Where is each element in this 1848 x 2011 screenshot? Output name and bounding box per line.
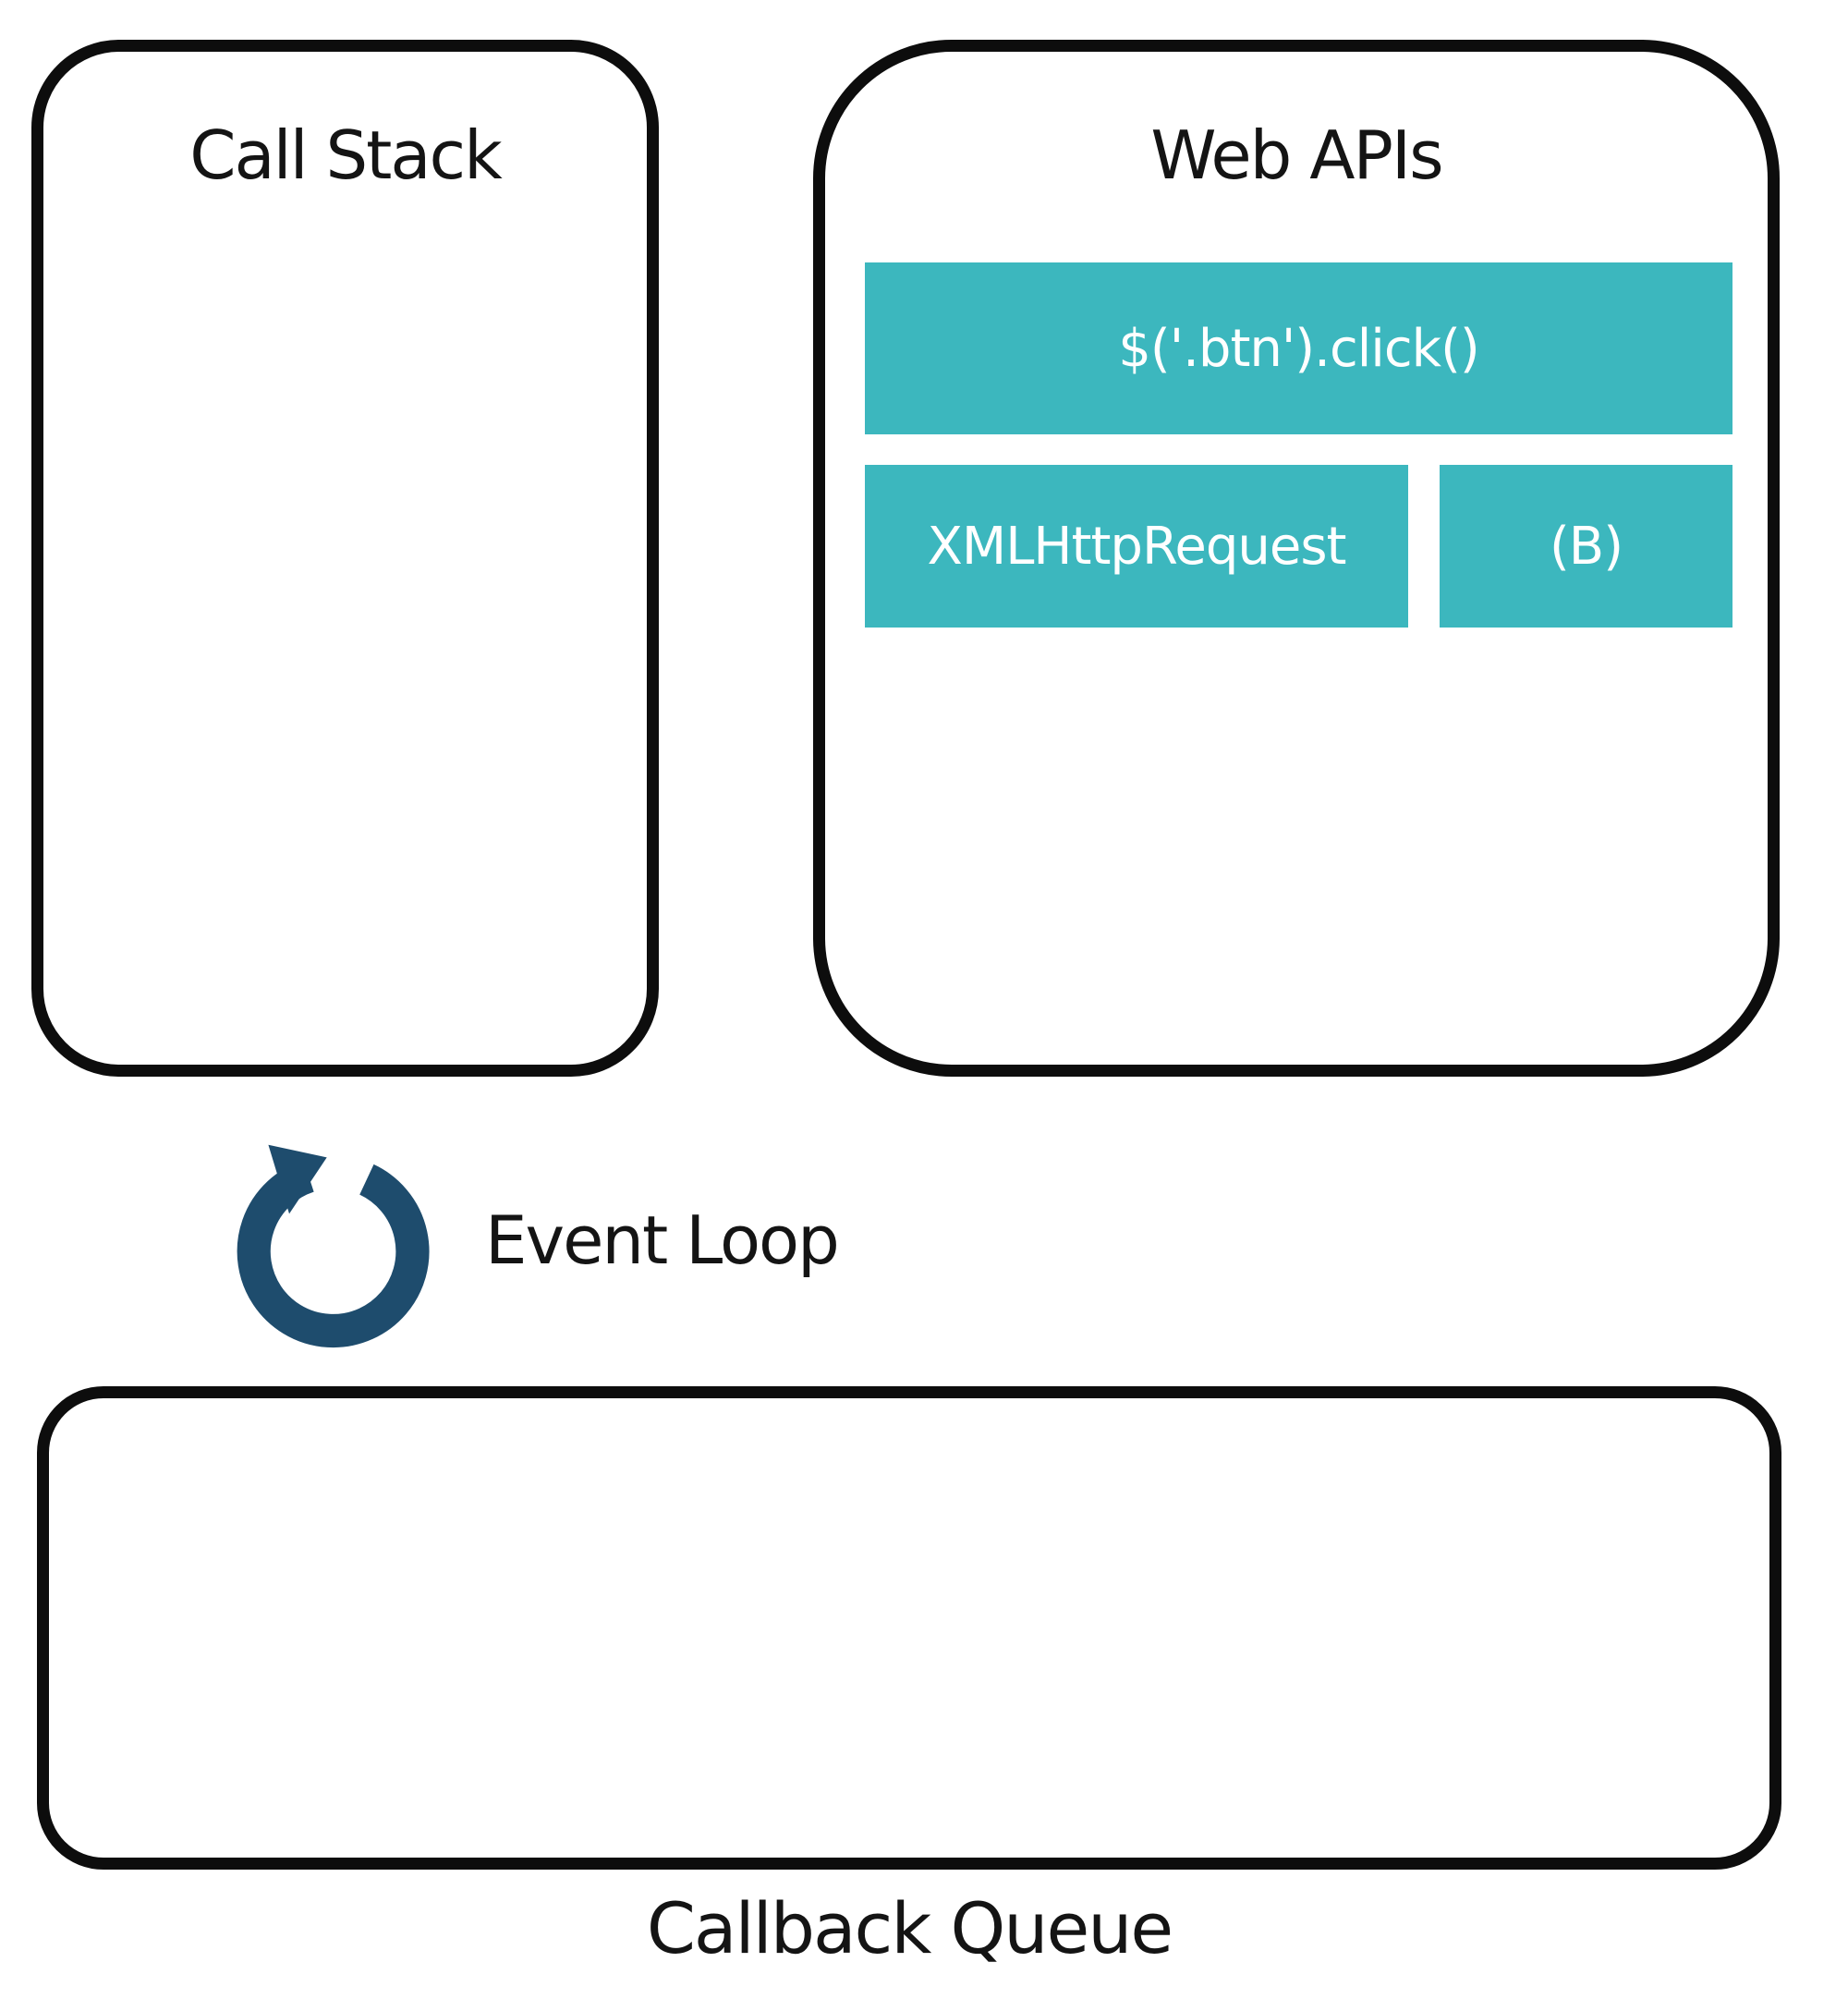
web-api-task-xmlhttprequest: XMLHttpRequest <box>865 465 1408 628</box>
callback-queue-title: Callback Queue <box>646 1887 1173 1969</box>
event-loop-label: Event Loop <box>485 1201 840 1279</box>
callback-queue-box <box>37 1386 1781 1870</box>
web-apis-title: Web APIs <box>1150 116 1443 194</box>
call-stack-box: Call Stack <box>31 40 659 1077</box>
web-api-task-b: (B) <box>1440 465 1732 628</box>
call-stack-title: Call Stack <box>189 116 503 194</box>
loop-arrow-icon <box>237 1144 430 1348</box>
web-api-task-click-handler: $('.btn').click() <box>865 262 1732 434</box>
